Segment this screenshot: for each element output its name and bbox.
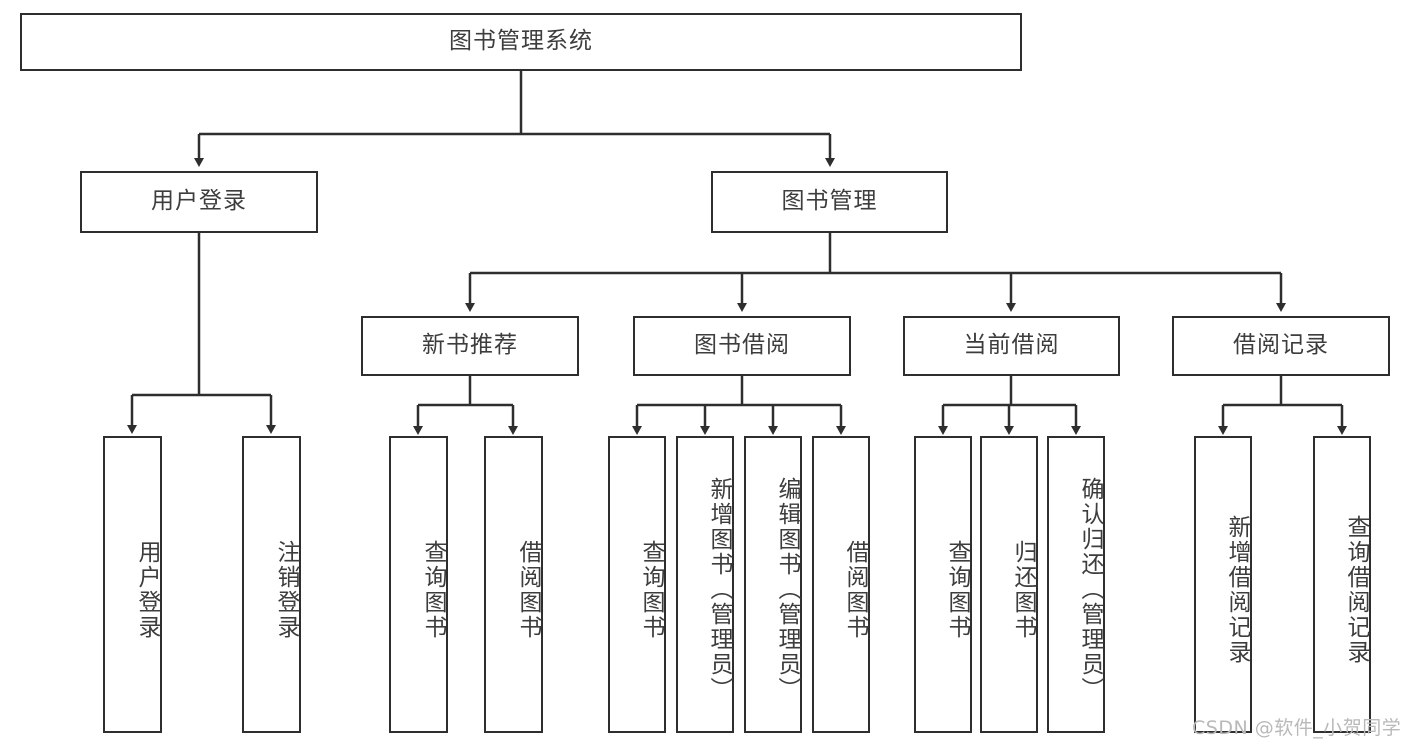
leaf-current-query-book[interactable]: 查询图书 — [914, 436, 972, 733]
leaf-record-query-borrow-record[interactable]: 查询借阅记录 — [1313, 436, 1371, 733]
leaf-borrow-edit-book-admin[interactable]: 编辑图书（管理员） — [744, 436, 802, 733]
node-label: 归还图书 — [1010, 539, 1036, 640]
node-label: 借阅图书 — [515, 539, 541, 640]
node-label: 新增借阅记录 — [1224, 514, 1250, 665]
node-user-login[interactable]: 用户登录 — [80, 171, 318, 233]
node-label: 新增图书（管理员） — [706, 477, 732, 702]
node-label: 图书借阅 — [694, 332, 790, 359]
node-book-borrow[interactable]: 图书借阅 — [633, 316, 851, 376]
csdn-watermark: CSDN @软件_小贺同学 — [1192, 717, 1402, 739]
leaf-recommend-query-book[interactable]: 查询图书 — [389, 436, 448, 733]
leaf-borrow-query-book[interactable]: 查询图书 — [608, 436, 666, 733]
node-label: 确认归还（管理员） — [1077, 477, 1103, 702]
node-book-management-system[interactable]: 图书管理系统 — [20, 13, 1022, 71]
leaf-user-login-signout[interactable]: 注销登录 — [242, 436, 301, 733]
leaf-recommend-borrow-book[interactable]: 借阅图书 — [484, 436, 543, 733]
leaf-current-return-book[interactable]: 归还图书 — [980, 436, 1038, 733]
node-label: 用户登录 — [151, 188, 247, 215]
node-label: 图书管理 — [781, 188, 878, 215]
node-new-book-recommend[interactable]: 新书推荐 — [361, 316, 579, 376]
leaf-borrow-borrow-book[interactable]: 借阅图书 — [812, 436, 870, 733]
node-label: 图书管理系统 — [449, 28, 593, 55]
node-label: 查询图书 — [420, 539, 446, 640]
node-label: 新书推荐 — [422, 332, 518, 359]
leaf-current-confirm-return-admin[interactable]: 确认归还（管理员） — [1047, 436, 1105, 733]
node-label: 借阅记录 — [1233, 332, 1329, 359]
node-label: 查询图书 — [944, 539, 970, 640]
node-borrow-record[interactable]: 借阅记录 — [1172, 316, 1390, 376]
node-label: 查询借阅记录 — [1343, 514, 1369, 665]
node-label: 编辑图书（管理员） — [774, 477, 800, 702]
node-label: 查询图书 — [638, 539, 664, 640]
node-label: 用户登录 — [134, 539, 160, 640]
leaf-user-login-signin[interactable]: 用户登录 — [103, 436, 162, 733]
node-book-management[interactable]: 图书管理 — [711, 171, 948, 233]
node-label: 当前借阅 — [963, 332, 1060, 359]
leaf-borrow-add-book-admin[interactable]: 新增图书（管理员） — [676, 436, 734, 733]
node-label: 注销登录 — [273, 539, 299, 640]
node-label: 借阅图书 — [842, 539, 868, 640]
leaf-record-add-borrow-record[interactable]: 新增借阅记录 — [1194, 436, 1252, 733]
node-current-borrow[interactable]: 当前借阅 — [903, 316, 1120, 376]
